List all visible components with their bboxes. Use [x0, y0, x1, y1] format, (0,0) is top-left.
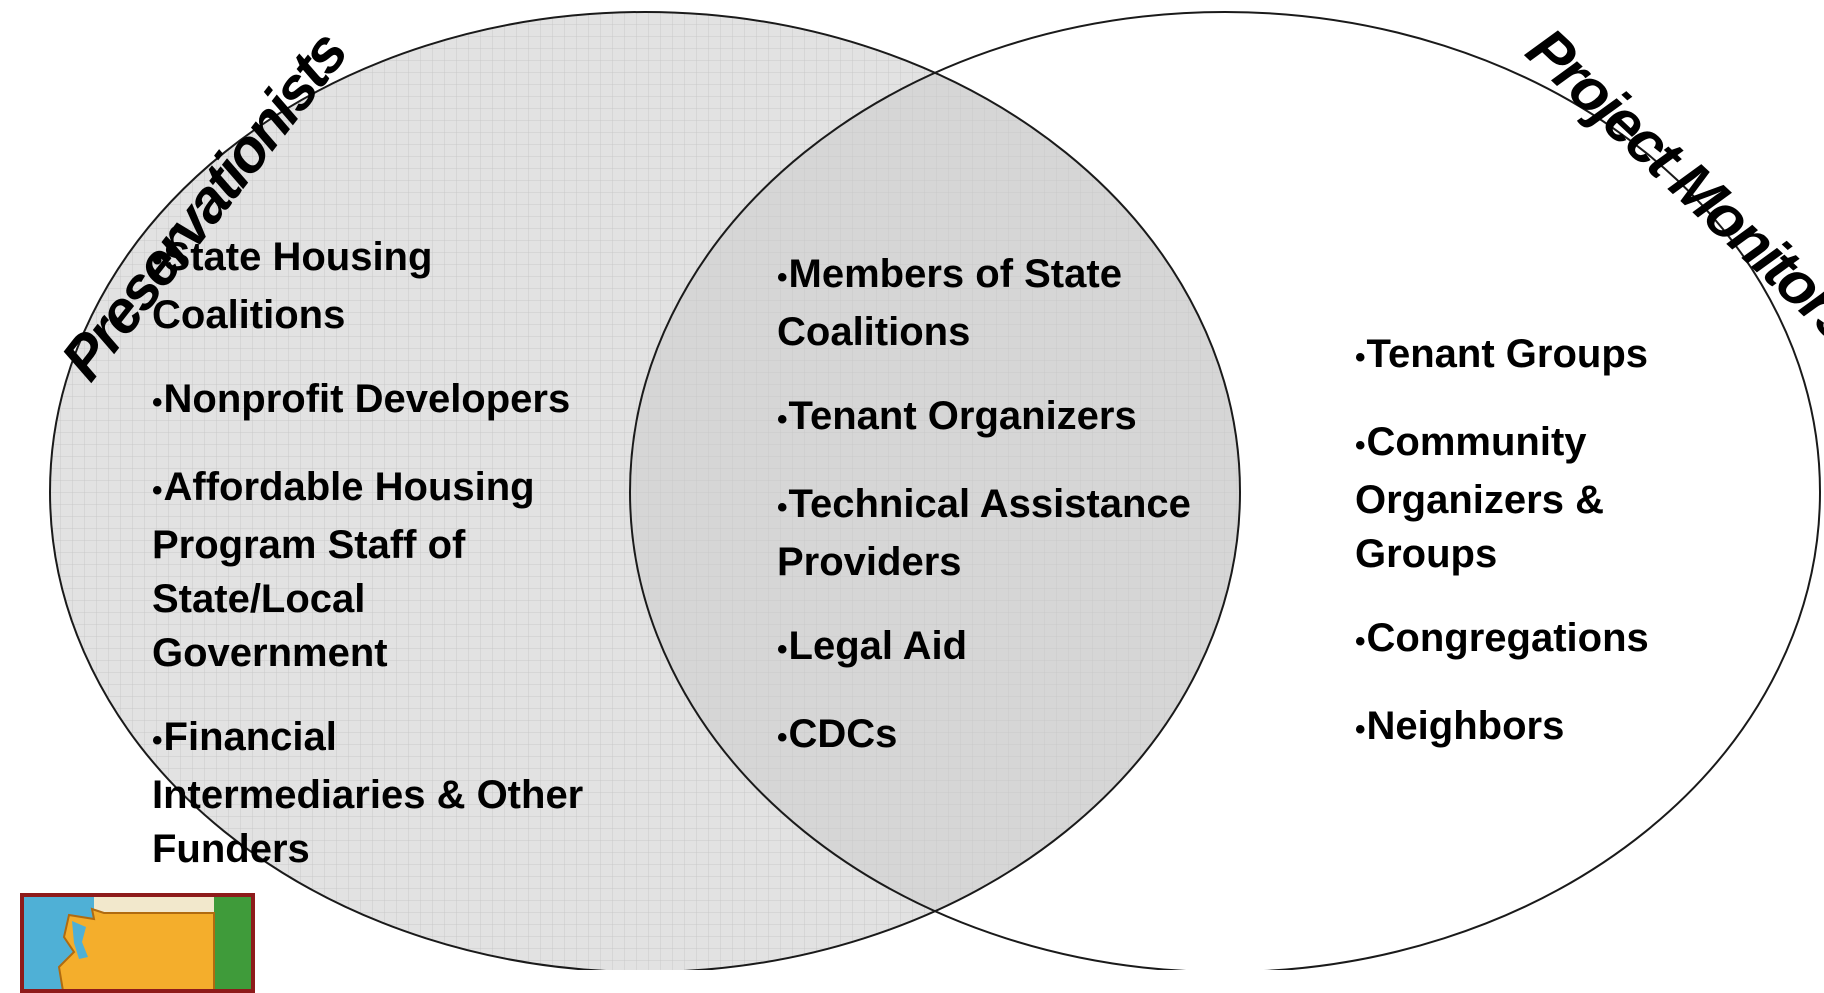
- state-map-icon: [24, 897, 251, 989]
- logo-puget-sound: [72, 921, 88, 959]
- right-item: Community Organizers & Groups: [1355, 415, 1755, 581]
- left-circle-outline: [49, 11, 1241, 970]
- logo-green-band: [214, 897, 251, 989]
- overlap-item: Legal Aid: [777, 619, 1197, 677]
- overlap-item: Members of State Coalitions: [777, 247, 1197, 359]
- left-item: Affordable Housing Program Staff of Stat…: [152, 460, 612, 680]
- left-items-list: State Housing Coalitions Nonprofit Devel…: [152, 230, 612, 906]
- right-item: Neighbors: [1355, 699, 1755, 757]
- overlap-item: CDCs: [777, 707, 1197, 765]
- left-item: Nonprofit Developers: [152, 372, 612, 430]
- right-circle-outline: [629, 11, 1821, 970]
- washington-state-logo: [20, 893, 255, 993]
- right-item: Tenant Groups: [1355, 327, 1755, 385]
- right-items-list: Tenant Groups Community Organizers & Gro…: [1355, 327, 1755, 787]
- overlap-item: Technical Assistance Providers: [777, 477, 1197, 589]
- right-item: Congregations: [1355, 611, 1755, 669]
- overlap-item: Tenant Organizers: [777, 389, 1197, 447]
- left-item: State Housing Coalitions: [152, 230, 612, 342]
- logo-state-shape: [57, 907, 215, 989]
- overlap-items-list: Members of State Coalitions Tenant Organ…: [777, 247, 1197, 795]
- left-item: Financial Intermediaries & Other Funders: [152, 710, 612, 876]
